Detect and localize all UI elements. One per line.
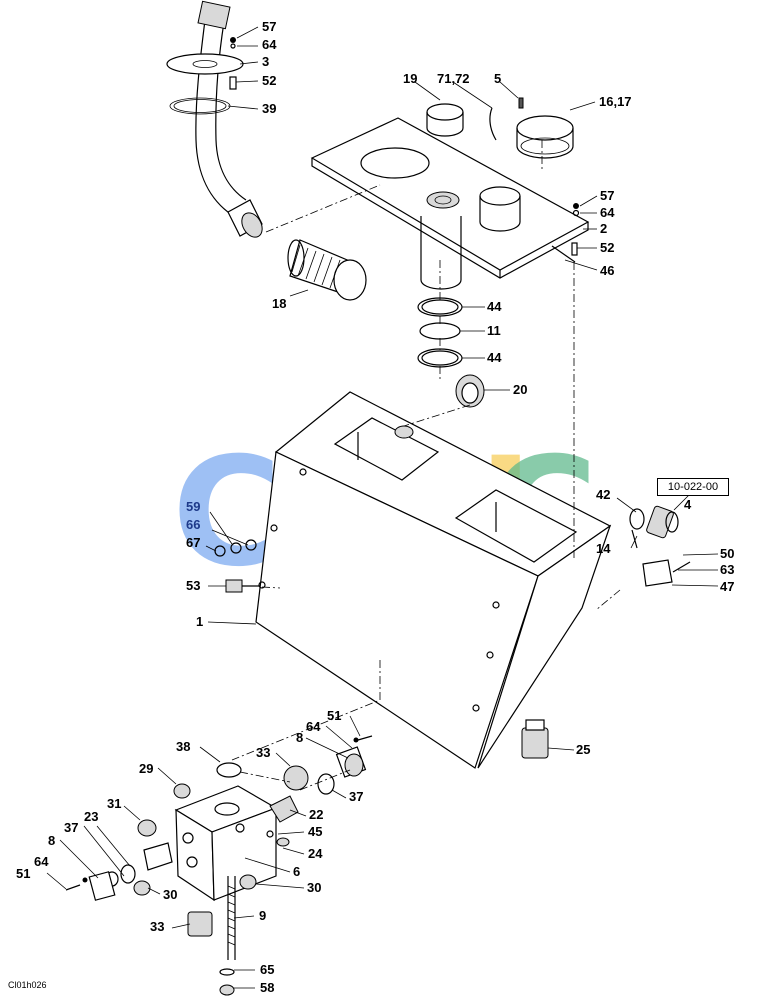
callout-57-top: 57 [262, 19, 277, 34]
callout-31: 31 [107, 796, 122, 811]
callout-11: 11 [487, 323, 501, 338]
callout-18: 18 [272, 296, 287, 311]
callout-51-right: 51 [327, 708, 342, 723]
filter-element [287, 239, 367, 301]
reference-box: 10-022-00 [657, 478, 729, 496]
callout-39: 39 [262, 101, 277, 116]
callout-53: 53 [186, 578, 201, 593]
hydraulic-tank-body [255, 391, 612, 769]
callout-44-lower: 44 [487, 350, 502, 365]
callout-45: 45 [308, 824, 323, 839]
washers-and-bolt [214, 539, 260, 593]
callout-1: 1 [196, 614, 204, 629]
callout-16-17: 16,17 [599, 94, 632, 109]
callout-23: 23 [84, 809, 99, 824]
callout-37-right: 37 [349, 789, 364, 804]
callout-47: 47 [720, 579, 735, 594]
callout-38: 38 [176, 739, 191, 754]
callout-30-left: 30 [163, 887, 178, 902]
callout-63: 63 [720, 562, 735, 577]
callout-64-top: 64 [262, 37, 277, 52]
callout-30-right: 30 [307, 880, 322, 895]
assembly-center-lines [231, 140, 621, 791]
callout-9: 9 [259, 908, 267, 923]
drain-fitting [521, 719, 549, 759]
drawing-code: Cl01h026 [8, 980, 47, 990]
callout-51-left: 51 [16, 866, 31, 881]
callout-3: 3 [262, 54, 270, 69]
snap-rings-and-seal [417, 297, 485, 408]
callout-52-top: 52 [262, 73, 277, 88]
callout-71-72: 71,72 [437, 71, 470, 86]
callout-57-right: 57 [600, 188, 615, 203]
callout-67: 67 [186, 535, 201, 550]
callout-25: 25 [576, 742, 591, 757]
callout-14: 14 [596, 541, 611, 556]
callout-6: 6 [293, 864, 301, 879]
callout-58: 58 [260, 980, 275, 995]
callout-2: 2 [600, 221, 608, 236]
callout-20: 20 [513, 382, 528, 397]
cover-plate [310, 97, 590, 290]
callout-5: 5 [494, 71, 502, 86]
callout-46: 46 [600, 263, 615, 278]
callout-59: 59 [186, 499, 201, 514]
callout-4: 4 [684, 497, 692, 512]
valve-block [174, 785, 278, 996]
callout-65: 65 [260, 962, 275, 977]
callout-29: 29 [139, 761, 154, 776]
callout-33-lower: 33 [150, 919, 165, 934]
callout-24: 24 [308, 846, 323, 861]
sight-gauge-assembly [629, 505, 691, 587]
callout-37-left: 37 [64, 820, 79, 835]
callout-leader-lines [46, 26, 719, 989]
callout-33-upper: 33 [256, 745, 271, 760]
callout-64-left: 64 [34, 854, 49, 869]
callout-8-left: 8 [48, 833, 56, 848]
callout-19: 19 [403, 71, 418, 86]
callout-22: 22 [309, 807, 324, 822]
filler-pipe-assembly [166, 0, 263, 238]
callout-64-right-lower: 64 [306, 719, 321, 734]
callout-66: 66 [186, 517, 201, 532]
callout-8-right: 8 [296, 730, 304, 745]
callout-42: 42 [596, 487, 611, 502]
callout-50: 50 [720, 546, 735, 561]
callout-64-right: 64 [600, 205, 615, 220]
callout-44-upper: 44 [487, 299, 502, 314]
callout-52-right: 52 [600, 240, 615, 255]
